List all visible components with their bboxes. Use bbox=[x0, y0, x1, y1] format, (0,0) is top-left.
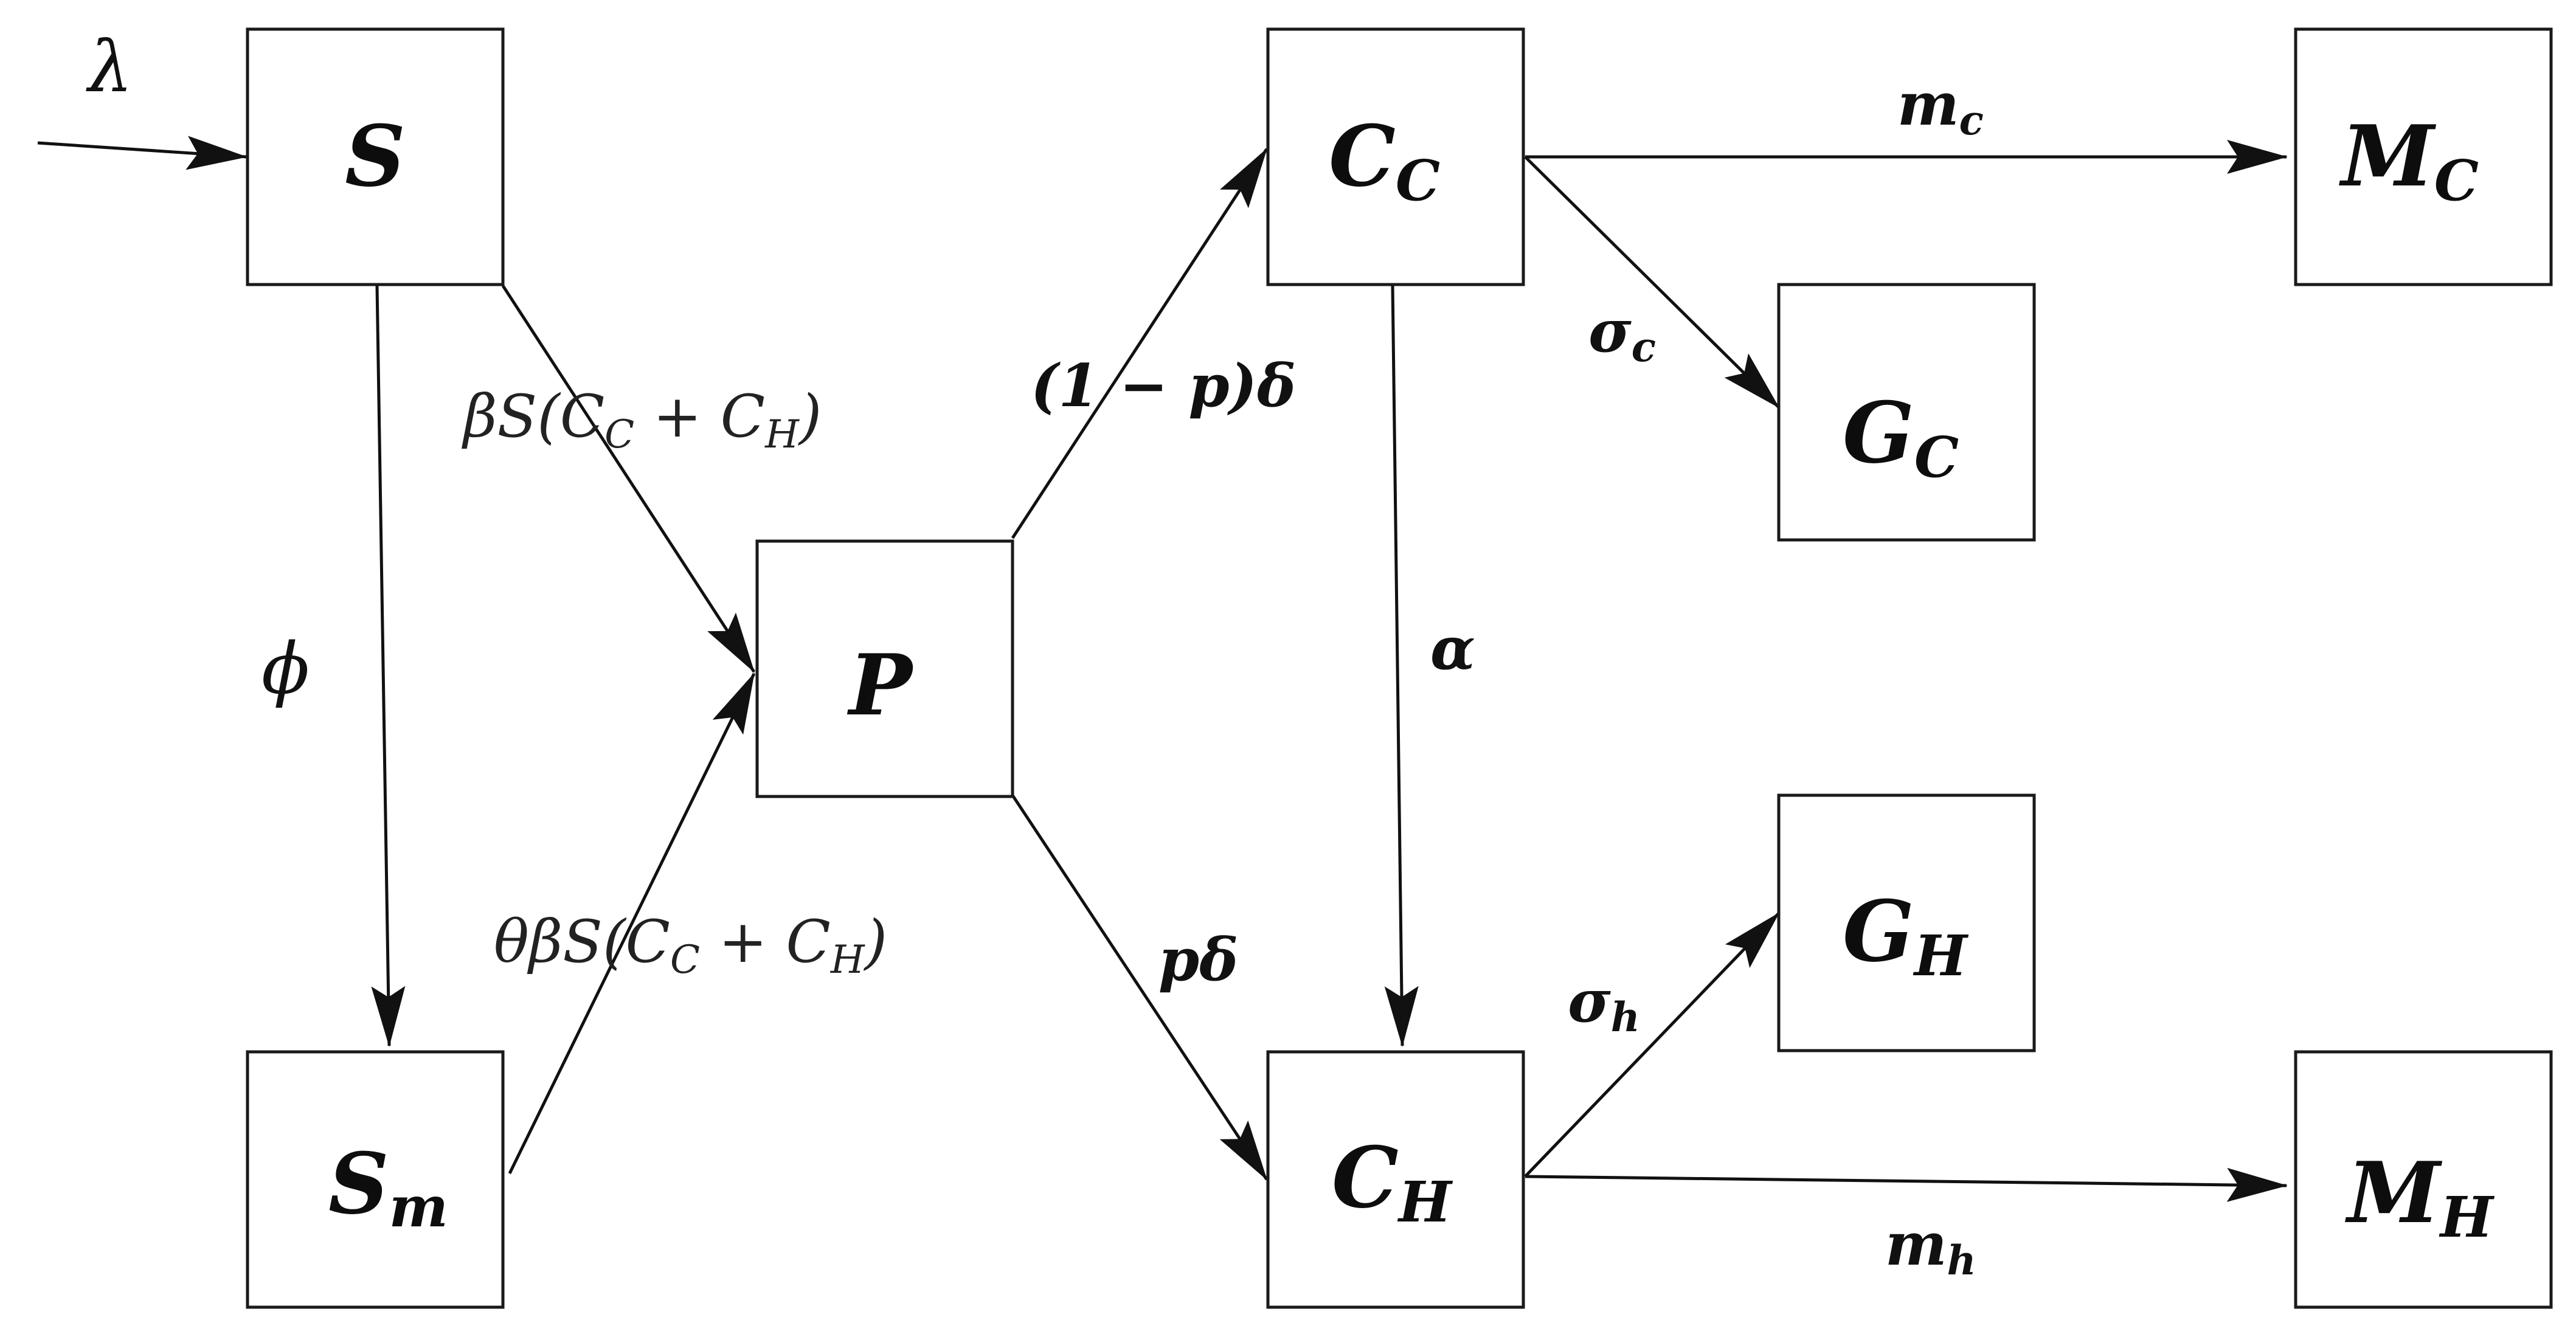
label-gh: GH bbox=[1843, 882, 1969, 989]
rate-infection-s: βS(CC + CH) bbox=[462, 382, 822, 457]
edge-cc-to-ch bbox=[1384, 285, 1419, 1047]
compartment-labels: S Sm P CC CH GC GH MC MH bbox=[328, 106, 2495, 1250]
rate-alpha: α bbox=[1430, 614, 1475, 683]
label-p: P bbox=[847, 635, 915, 734]
edge-s-to-p bbox=[501, 285, 756, 673]
box-s bbox=[246, 27, 505, 286]
rate-lambda: λ bbox=[86, 26, 133, 108]
edge-s-to-sm bbox=[371, 285, 406, 1047]
label-cc: CC bbox=[1329, 106, 1440, 213]
label-ch: CH bbox=[1332, 1128, 1453, 1235]
box-sm bbox=[246, 1050, 505, 1309]
edge-p-to-ch bbox=[1011, 794, 1269, 1181]
edge-p-to-cc bbox=[1011, 148, 1269, 539]
label-gc: GC bbox=[1843, 383, 1959, 490]
box-mc bbox=[2294, 27, 2553, 286]
compartment-boxes bbox=[246, 27, 2553, 1309]
rate-sigma-c: σc bbox=[1588, 297, 1656, 371]
edge-cc-to-gc bbox=[1524, 156, 1780, 409]
label-mc: MC bbox=[2339, 106, 2479, 213]
box-p bbox=[755, 539, 1014, 798]
box-cc bbox=[1266, 27, 1525, 286]
edge-ch-to-gh bbox=[1524, 912, 1780, 1178]
rate-m-h: mh bbox=[1885, 1210, 1976, 1284]
box-mh bbox=[2294, 1050, 2553, 1309]
box-gc bbox=[1777, 283, 2036, 542]
rate-infection-sm: θβS(CC + CH) bbox=[494, 908, 887, 983]
edges bbox=[37, 136, 2288, 1202]
rate-sigma-h: σh bbox=[1568, 967, 1640, 1041]
edge-ch-to-mh bbox=[1525, 1167, 2288, 1202]
label-s: S bbox=[345, 106, 406, 206]
rate-m-c: mc bbox=[1897, 70, 1984, 144]
edge-inflow-to-s bbox=[37, 136, 248, 170]
rate-phi: ϕ bbox=[261, 628, 310, 710]
edge-sm-to-p bbox=[508, 672, 756, 1175]
box-ch bbox=[1266, 1050, 1525, 1309]
label-sm: Sm bbox=[328, 1134, 448, 1240]
rate-one-minus-p-delta: (1 − p)δ bbox=[1031, 351, 1296, 420]
label-mh: MH bbox=[2345, 1143, 2495, 1250]
rate-p-delta: pδ bbox=[1158, 925, 1238, 994]
box-gh bbox=[1777, 793, 2036, 1052]
rate-labels: λ ϕ βS(CC + CH) θβS(CC + CH) (1 − p)δ pδ… bbox=[86, 26, 1984, 1284]
